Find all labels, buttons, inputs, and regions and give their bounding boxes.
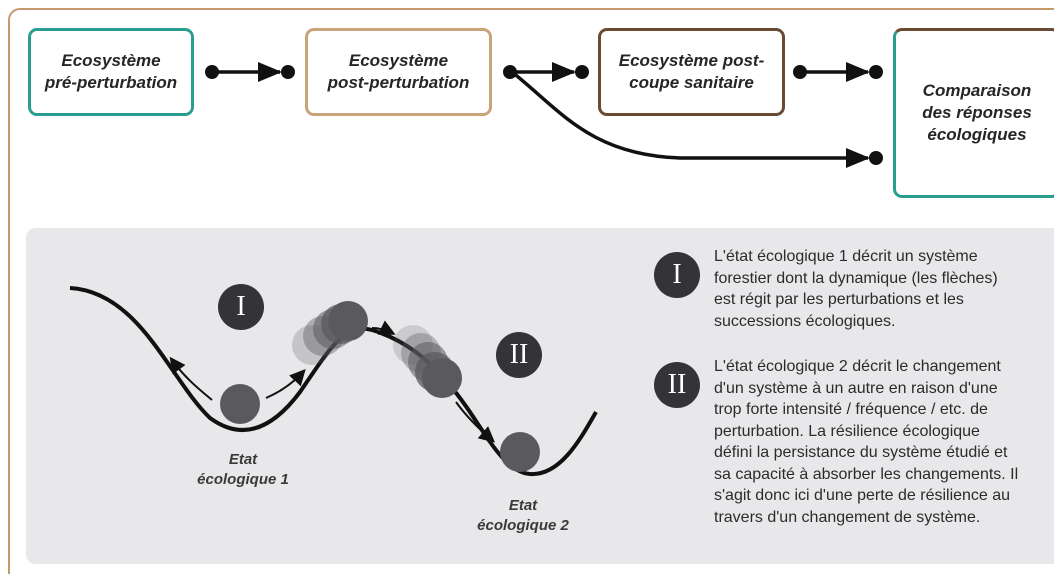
connector-sanitaire-to-comparaison — [793, 62, 883, 82]
arrow-left-up — [169, 356, 213, 401]
box-pre-perturbation: Ecosystème pré-perturbation — [28, 28, 194, 116]
description-state-1: L'état écologique 1 décrit un système fo… — [714, 248, 998, 330]
box-comparaison: Comparaison des réponses écologiques — [893, 28, 1054, 198]
ball-trail-ascending — [292, 301, 368, 365]
outer-frame — [8, 8, 1054, 574]
box-post-coupe-sanitaire: Ecosystème post- coupe sanitaire — [598, 28, 785, 116]
marker-two-legend: II — [654, 362, 700, 408]
arrow-top-right — [371, 320, 396, 335]
label-state-2: Etat écologique 2 — [477, 497, 569, 534]
landscape-curve — [69, 286, 598, 477]
ball-trail-descending — [393, 325, 462, 398]
arrow-right-up — [265, 369, 306, 399]
label-state-1: Etat écologique 1 — [197, 451, 289, 488]
box-post-perturbation: Ecosystème post-perturbation — [305, 28, 492, 116]
marker-one-diagram: I — [218, 284, 264, 330]
landscape-panel — [26, 228, 1054, 564]
description-state-2: L'état écologique 2 décrit le changement… — [714, 358, 1019, 526]
ball-state-2 — [500, 432, 540, 472]
connector-post-to-comparaison — [510, 70, 883, 168]
connector-post-to-sanitaire — [503, 62, 589, 82]
connector-pre-to-post — [205, 62, 295, 82]
marker-one-legend: I — [654, 252, 700, 298]
marker-two-diagram: II — [496, 332, 542, 378]
ball-state-1 — [220, 384, 260, 424]
arrow-down-right — [455, 401, 496, 443]
